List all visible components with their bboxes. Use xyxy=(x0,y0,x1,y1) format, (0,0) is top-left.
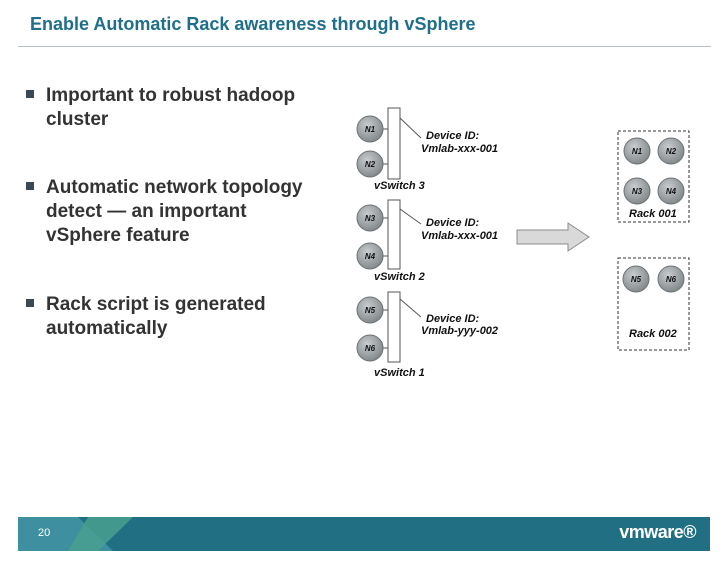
rack-box xyxy=(617,130,690,223)
device-id-value: Vmlab-xxx-001 xyxy=(421,230,498,242)
rack-group: N1 N2 N3 N4 Rack 001 xyxy=(617,130,690,223)
vm-node xyxy=(657,137,685,165)
bullet-item: Rack script is generated automatically xyxy=(26,293,346,341)
rack-box xyxy=(617,257,690,351)
vm-node xyxy=(356,115,384,143)
rack-label: Rack 001 xyxy=(629,208,677,220)
vswitch-bar xyxy=(387,199,401,270)
node-label: N6 xyxy=(365,344,376,353)
vm-node xyxy=(623,177,651,205)
vm-node xyxy=(356,334,384,362)
node-label: N4 xyxy=(666,187,677,196)
vswitch-label: vSwitch 2 xyxy=(374,271,425,283)
bullet-marker xyxy=(26,90,34,98)
bullet-line: vSphere feature xyxy=(46,225,190,246)
vm-node xyxy=(622,265,650,293)
vm-node xyxy=(356,242,384,270)
rack-group: N5 N6 Rack 002 xyxy=(617,257,690,351)
footer-bar: 20 vmware® xyxy=(18,517,710,551)
mapping-arrow xyxy=(516,222,590,252)
bullet-line: Automatic network topology xyxy=(46,177,303,198)
device-id-label: Device ID: xyxy=(426,130,480,142)
device-id-label: Device ID: xyxy=(426,217,480,229)
vswitch-group: N1 N2 Device ID: Vmlab-xxx-001 vSwitch 3 xyxy=(356,107,498,192)
vswitch-label: vSwitch 3 xyxy=(374,180,425,192)
rack-label: Rack 002 xyxy=(629,328,677,340)
vm-node xyxy=(657,177,685,205)
vm-node xyxy=(623,137,651,165)
footer-band xyxy=(18,517,710,551)
vm-node xyxy=(356,150,384,178)
node-label: N2 xyxy=(666,147,677,156)
vswitch-label: vSwitch 1 xyxy=(374,367,425,379)
bullet-line: Important to robust hadoop xyxy=(46,85,296,106)
vswitch-group: N3 N4 Device ID: Vmlab-xxx-001 vSwitch 2 xyxy=(356,199,498,283)
device-id-label: Device ID: xyxy=(426,313,480,325)
slide-title: Enable Automatic Rack awareness through … xyxy=(30,14,476,34)
bullet-marker xyxy=(26,182,34,190)
device-id-value: Vmlab-xxx-001 xyxy=(421,143,498,155)
vswitch-bar xyxy=(387,107,401,180)
device-id-value: Vmlab-yyy-002 xyxy=(421,325,498,337)
vswitch-bar xyxy=(387,291,401,363)
node-label: N3 xyxy=(365,214,376,223)
vm-node xyxy=(356,296,384,324)
bullet-line: cluster xyxy=(46,109,109,130)
vm-node xyxy=(657,265,685,293)
node-label: N1 xyxy=(365,125,376,134)
bullet-marker xyxy=(26,299,34,307)
node-label: N6 xyxy=(666,275,677,284)
bullet-line: Rack script is generated xyxy=(46,294,266,315)
bullet-line: automatically xyxy=(46,318,168,339)
bullet-item: Automatic network topology detect — an i… xyxy=(26,176,346,248)
vm-node xyxy=(356,204,384,232)
node-label: N3 xyxy=(632,187,643,196)
node-label: N2 xyxy=(365,160,376,169)
node-label: N5 xyxy=(631,275,642,284)
node-label: N4 xyxy=(365,252,376,261)
title-divider xyxy=(18,46,711,47)
bullet-line: detect — an important xyxy=(46,201,247,222)
vswitch-group: N5 N6 Device ID: Vmlab-yyy-002 vSwitch 1 xyxy=(356,291,498,379)
vmware-logo: vmware® xyxy=(619,522,696,542)
node-label: N1 xyxy=(632,147,643,156)
page-number: 20 xyxy=(38,527,51,539)
node-label: N5 xyxy=(365,306,376,315)
footer-accent-shape xyxy=(18,517,133,551)
bullet-item: Important to robust hadoop cluster xyxy=(26,84,346,132)
